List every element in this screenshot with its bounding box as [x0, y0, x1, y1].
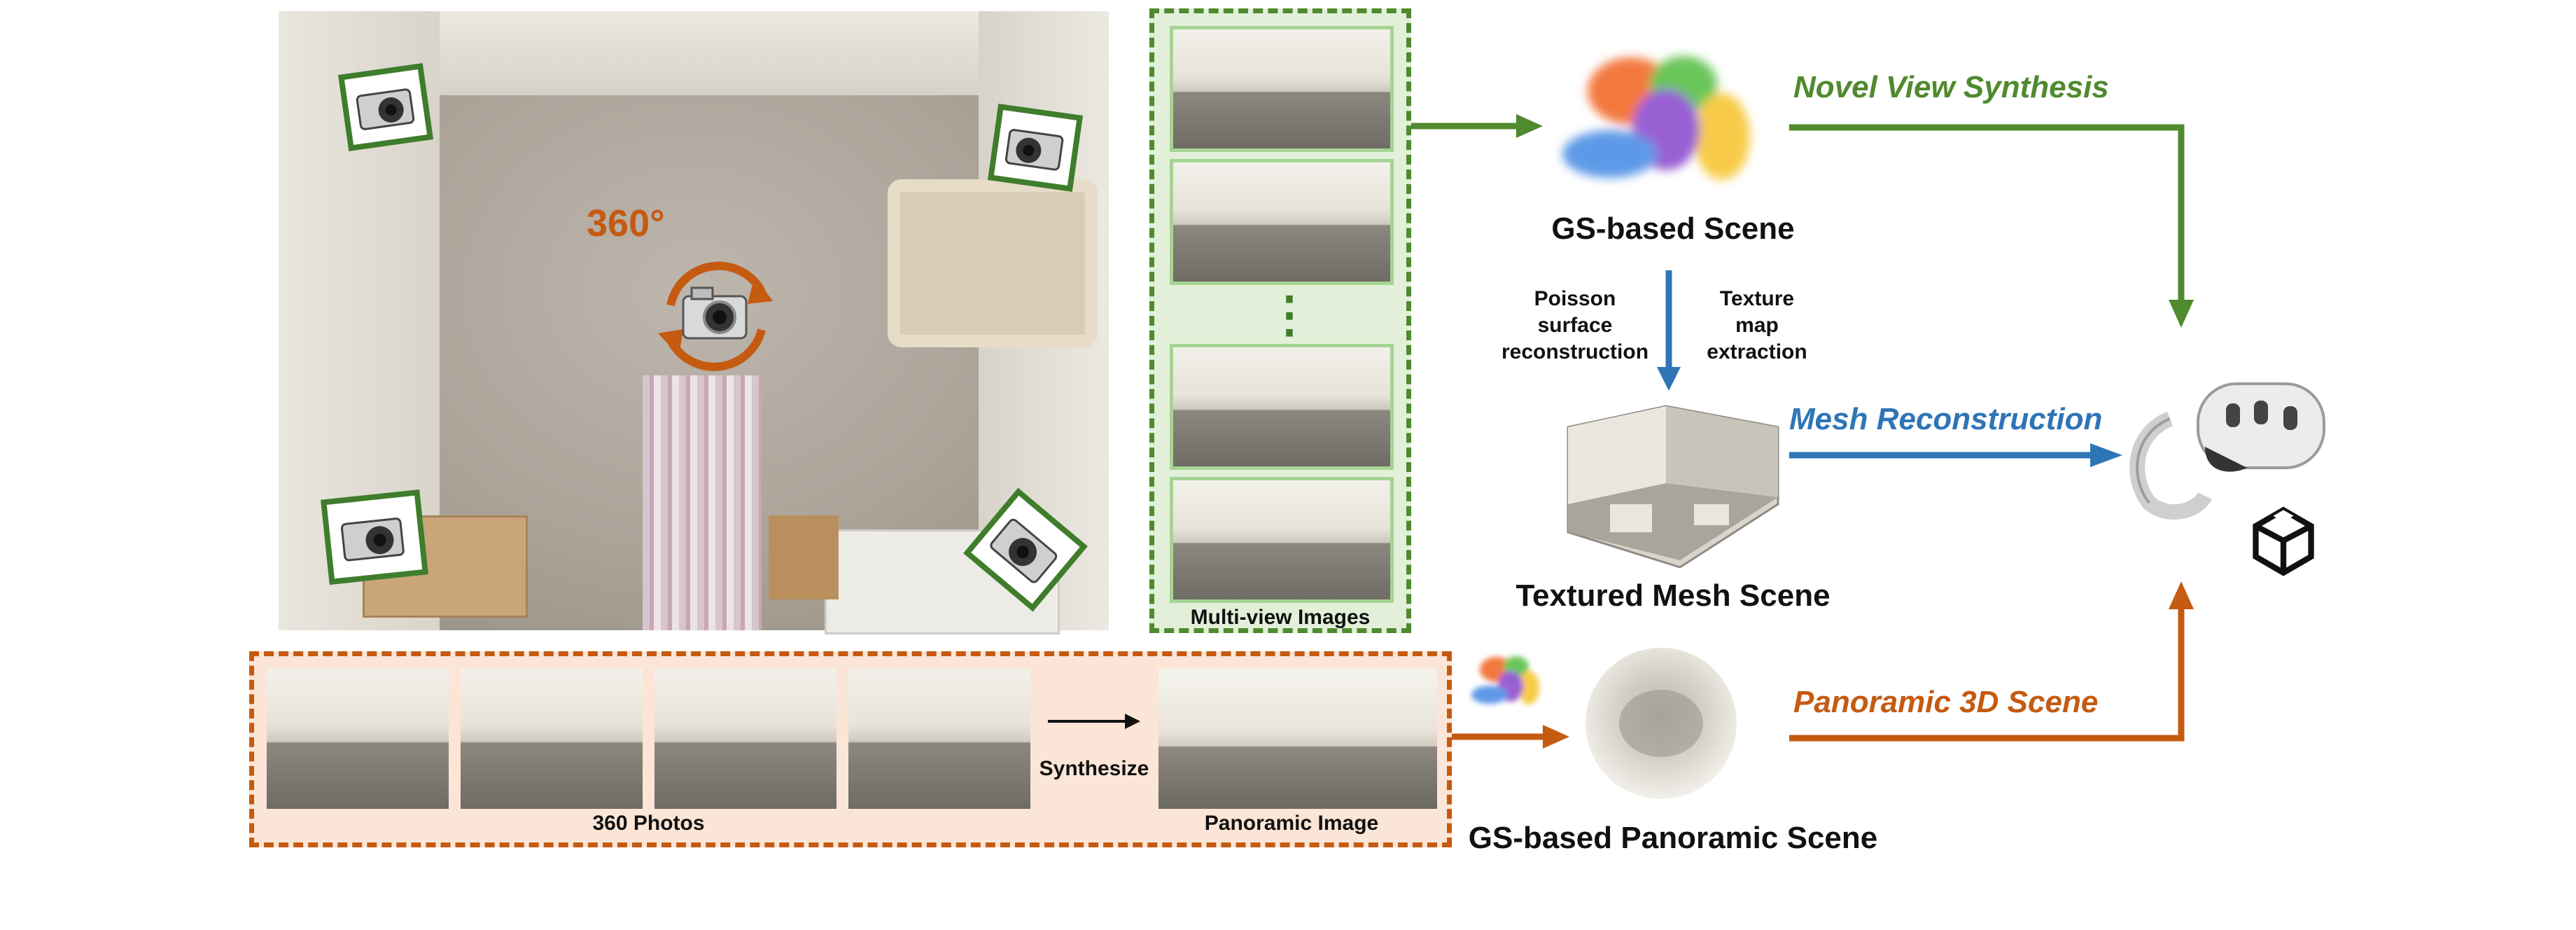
- multi-view-panel: ⋮ Multi-view Images: [1149, 8, 1411, 633]
- synthesize-arrow-icon: [1048, 714, 1140, 729]
- gaussian-blobs-icon: [1471, 656, 1539, 705]
- synthesize-label: Synthesize: [1039, 757, 1149, 780]
- camera-icon: [676, 274, 753, 351]
- panoramic-image-label: Panoramic Image: [1204, 812, 1379, 835]
- photo-360: [267, 669, 449, 809]
- texture-step-label: Texture map extraction: [1707, 287, 1807, 363]
- blue-arrow-icon: [1789, 443, 2122, 467]
- poisson-step-label: Poisson surface reconstruction: [1501, 287, 1649, 363]
- multi-view-image: [1170, 344, 1394, 470]
- pano-path: [1789, 581, 2194, 742]
- camera-icon: [962, 487, 1088, 612]
- textured-mesh-image: [1567, 405, 1779, 569]
- ellipsis: ⋮: [1265, 287, 1314, 342]
- camera-icon: [337, 63, 434, 151]
- panorama-panel: 360 Photos Synthesize Panoramic Image: [249, 651, 1452, 847]
- panoramic-scene-image: [1586, 648, 1737, 799]
- photo-360: [461, 669, 643, 809]
- gs-scene-title: GS-based Scene: [1551, 211, 1795, 246]
- room-top-view: 360°: [279, 11, 1109, 634]
- green-arrow-icon: [1411, 114, 1543, 138]
- photo-360: [654, 669, 836, 809]
- pano-scene-title: GS-based Panoramic Scene: [1468, 821, 1878, 855]
- novel-view-path: [1789, 124, 2194, 328]
- panoramic-image: [1158, 669, 1437, 809]
- multi-view-image: [1170, 477, 1394, 603]
- novel-view-label: Novel View Synthesis: [1793, 70, 2109, 104]
- camera-icon: [321, 489, 428, 585]
- photos-label: 360 Photos: [592, 812, 705, 835]
- multi-view-image: [1170, 26, 1394, 152]
- mesh-scene-title: Textured Mesh Scene: [1516, 578, 1830, 613]
- pano-3d-label: Panoramic 3D Scene: [1793, 685, 2099, 719]
- multi-view-label: Multi-view Images: [1190, 606, 1371, 629]
- vr-headset-icon: [2129, 382, 2325, 520]
- photo-360: [848, 669, 1030, 809]
- camera-icon: [987, 104, 1084, 192]
- rotation-label: 360°: [587, 202, 665, 244]
- orange-arrow-icon: [1452, 725, 1569, 749]
- unity-logo-icon: [2253, 506, 2314, 576]
- gaussian-blobs-icon: [1562, 56, 1750, 180]
- multi-view-image: [1170, 159, 1394, 285]
- mesh-recon-label: Mesh Reconstruction: [1789, 402, 2103, 436]
- rotation-arrows-icon: [658, 261, 773, 371]
- down-arrow-icon: [1657, 270, 1681, 391]
